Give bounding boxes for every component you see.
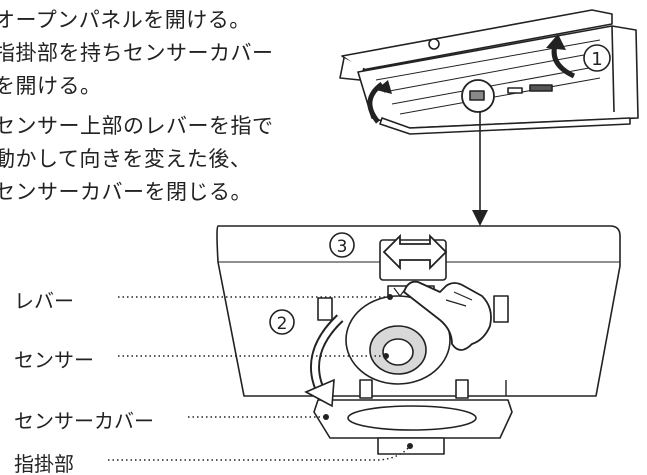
sensor-cover-recess — [347, 405, 477, 431]
step-3-number: 3 — [337, 237, 348, 257]
open-arrow-left-head — [376, 80, 392, 94]
instruction-line-3: を開ける。 — [0, 74, 102, 98]
sensor-label: センサー — [14, 348, 94, 372]
grille-line — [399, 77, 601, 115]
bottom-louver — [379, 117, 631, 135]
leader-dot-sensor — [383, 353, 389, 359]
lever-label: レバー — [14, 289, 74, 313]
cover-hinge-left — [359, 379, 373, 399]
finger-grip-label: 指掛部 — [14, 452, 74, 475]
cover-hinge-right — [455, 379, 469, 399]
grille-line — [383, 51, 601, 93]
sensor-tiny — [469, 90, 485, 101]
unit-indicator-dark — [529, 84, 553, 92]
open-arrow-right-head — [546, 34, 566, 50]
leader-dot-lever — [387, 294, 393, 300]
instruction-line-1: オープンパネルを開ける。 — [0, 8, 251, 32]
unit-indicator — [507, 87, 523, 94]
unit-side-edge — [611, 25, 615, 113]
sensor-lens — [382, 338, 414, 366]
sensor-cover-label: センサーカバー — [14, 409, 154, 433]
step-1-number: 1 — [591, 49, 602, 70]
open-arrow-left — [367, 81, 384, 124]
step-1-circle — [583, 44, 611, 72]
step-3-double-arrow — [382, 233, 448, 271]
leader-dot-sensor-cover — [323, 414, 329, 420]
panel-button — [428, 38, 440, 50]
slot-right — [493, 295, 509, 323]
slot-left — [317, 297, 333, 321]
leader-finger-grip — [108, 445, 411, 461]
step-2-circle — [269, 309, 295, 335]
leader-dot-finger-grip — [407, 443, 413, 449]
hand-icon — [403, 280, 492, 351]
step-2-arrow-head — [304, 378, 335, 408]
step-2-number: 2 — [277, 314, 288, 334]
leader-dots — [323, 294, 413, 449]
step-3-circle — [329, 232, 355, 258]
air-conditioner-unit — [339, 9, 639, 135]
instruction-line-5: 動かして向きを変えた後、 — [0, 147, 252, 171]
instruction-line-2: 指掛部を持ちセンサーカバー — [0, 41, 274, 65]
instruction-line-6: センサーカバーを閉じる。 — [0, 180, 252, 204]
instruction-line-4: センサー上部のレバーを指で — [0, 114, 274, 138]
leader-lines — [108, 296, 411, 461]
